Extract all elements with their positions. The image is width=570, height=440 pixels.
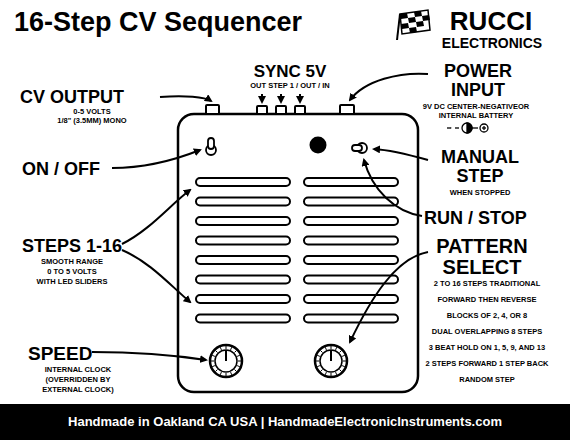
pattern-item: 2 STEPS FORWARD 1 STEP BACK — [425, 360, 548, 368]
slider-slot — [196, 237, 290, 245]
slider-slots — [196, 178, 398, 323]
page-title: 16-Step CV Sequencer — [14, 9, 302, 36]
knurl-stroke — [331, 346, 332, 349]
slider-slot — [304, 315, 398, 323]
heading: SYNC 5V — [254, 63, 327, 80]
note: EXTERNAL CLOCK) — [42, 386, 114, 394]
logo-text: ELECTRONICS — [442, 36, 542, 50]
knurl-stroke — [339, 369, 341, 371]
slider-slot — [196, 178, 290, 186]
slider-slot — [196, 295, 290, 303]
logo-text: RUCCI — [450, 8, 532, 34]
note: WHEN STOPPED — [450, 189, 511, 197]
knurl-stroke — [238, 361, 241, 362]
knurl-stroke — [317, 366, 320, 367]
power-toggle — [206, 138, 216, 155]
logo-flag — [397, 10, 430, 40]
knurl-stroke — [215, 369, 217, 371]
knurl-stroke — [343, 361, 346, 362]
caption: Handmade in Oakland CA USA | HandmadeEle… — [68, 415, 502, 428]
heading: PATTERN SELECT — [427, 236, 537, 278]
top-jacks — [206, 105, 354, 114]
knurl-stroke — [331, 373, 332, 376]
knurl-stroke — [211, 361, 214, 362]
run-stop-toggle — [352, 143, 367, 153]
knurl-stroke — [234, 369, 236, 371]
heading: CV OUTPUT — [20, 88, 124, 106]
knurl-stroke — [220, 347, 221, 350]
knurl-stroke — [212, 366, 215, 367]
note: 0 TO 5 VOLTS — [47, 268, 96, 276]
knurl-stroke — [342, 355, 345, 356]
pattern-item: DUAL OVERLAPPING 8 STEPS — [432, 328, 542, 336]
heading: RUN / STOP — [424, 209, 527, 227]
heading: ON / OFF — [22, 160, 100, 178]
leader-arrows — [92, 74, 428, 360]
note: WITH LED SLIDERS — [37, 278, 108, 286]
slider-slot — [304, 295, 398, 303]
pattern-item: 2 TO 16 STEPS TRADITIONAL — [434, 280, 541, 288]
knurl-stroke — [237, 366, 240, 367]
note: 1/8" (3.5MM) MONO — [57, 117, 126, 125]
knurl-stroke — [316, 361, 319, 362]
slider-slot — [196, 276, 290, 284]
knurl-stroke — [212, 355, 215, 356]
slider-slot — [304, 256, 398, 264]
heading: POWER INPUT — [433, 62, 523, 100]
knurl-stroke — [336, 372, 337, 375]
knurl-stroke — [226, 373, 227, 376]
knurl-stroke — [342, 366, 345, 367]
slider-slot — [304, 217, 398, 225]
knurl-stroke — [234, 350, 236, 352]
note: 0-5 VOLTS — [73, 108, 110, 116]
heading: STEPS 1-16 — [22, 237, 122, 255]
knurl-stroke — [226, 346, 227, 349]
knurl-stroke — [237, 355, 240, 356]
note: (OVERRIDDEN BY — [45, 376, 110, 384]
note: OUT STEP 1 / OUT / IN — [250, 82, 329, 90]
slider-slot — [304, 198, 398, 206]
enclosure — [178, 114, 418, 392]
heading: SPEED — [28, 344, 92, 363]
pattern-item: 3 BEAT HOLD ON 1, 5, 9, AND 13 — [429, 344, 545, 352]
heading: MANUAL STEP — [435, 148, 525, 186]
knob-knurling — [211, 346, 346, 376]
knurl-stroke — [320, 350, 322, 352]
slider-slot — [304, 237, 398, 245]
knurl-stroke — [215, 350, 217, 352]
slider-slot — [196, 256, 290, 264]
pattern-item: FORWARD THEN REVERSE — [437, 296, 536, 304]
note: INTERNAL BATTERY — [439, 112, 513, 120]
speed-knob — [210, 345, 242, 377]
pattern-item: RANDOM STEP — [459, 376, 514, 384]
slider-slot — [304, 178, 398, 186]
slider-slot — [196, 315, 290, 323]
knurl-stroke — [339, 350, 341, 352]
note: 9V DC CENTER-NEGATIVEOR — [423, 103, 530, 111]
knurl-stroke — [220, 372, 221, 375]
pattern-item: BLOCKS OF 2, 4, OR 8 — [447, 312, 527, 320]
note: SMOOTH RANGE — [41, 258, 103, 266]
knurl-stroke — [231, 372, 232, 375]
knurl-stroke — [336, 347, 337, 350]
knurl-stroke — [325, 372, 326, 375]
knurl-stroke — [231, 347, 232, 350]
polarity-symbol — [447, 123, 488, 133]
push-button — [310, 137, 327, 154]
slider-slot — [196, 198, 290, 206]
knurl-stroke — [325, 347, 326, 350]
slider-slot — [196, 217, 290, 225]
knurl-stroke — [320, 369, 322, 371]
pattern-knob — [315, 345, 347, 377]
note: INTERNAL CLOCK — [45, 366, 112, 374]
knurl-stroke — [317, 355, 320, 356]
